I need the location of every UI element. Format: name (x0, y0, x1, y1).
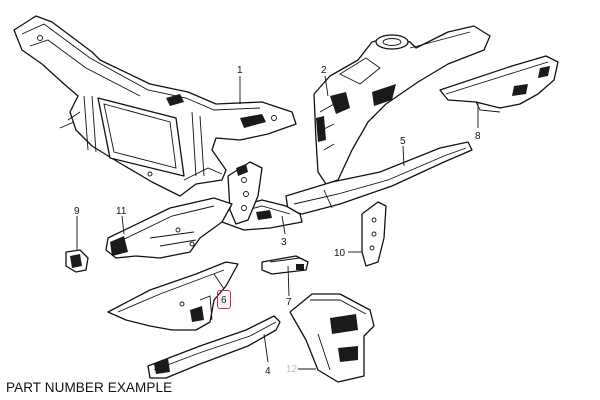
callout-4[interactable]: 4 (265, 366, 271, 377)
callout-3[interactable]: 3 (281, 237, 287, 248)
callout-1[interactable]: 1 (237, 65, 243, 76)
callout-labels: 1 2 3 4 5 6 7 8 9 10 11 12 (74, 65, 481, 377)
selected-callout-highlight (217, 290, 231, 309)
part-1-radiator-support (13, 15, 297, 197)
callout-7[interactable]: 7 (286, 297, 292, 308)
part-7-bracket (261, 255, 309, 275)
part-11-side-member (105, 197, 233, 259)
callout-8[interactable]: 8 (475, 131, 481, 142)
diagram-caption: PART NUMBER EXAMPLE (6, 380, 173, 395)
callout-11[interactable]: 11 (116, 206, 127, 217)
callout-6[interactable]: 6 (221, 295, 227, 306)
leader-lines (76, 75, 479, 370)
callout-9[interactable]: 9 (74, 206, 80, 217)
callout-5[interactable]: 5 (400, 136, 406, 147)
part-12-mount (289, 293, 375, 383)
part-10-bracket (361, 201, 387, 267)
callout-12[interactable]: 12 (286, 364, 298, 375)
part-strut-upper (227, 161, 263, 225)
part-6-lower-member (107, 261, 239, 331)
part-8-member (439, 55, 559, 113)
callout-10[interactable]: 10 (334, 248, 346, 259)
part-4-sill (147, 315, 281, 379)
part-2-wheel-housing (313, 25, 491, 185)
callout-2[interactable]: 2 (321, 65, 327, 76)
part-9-clip (65, 249, 89, 273)
